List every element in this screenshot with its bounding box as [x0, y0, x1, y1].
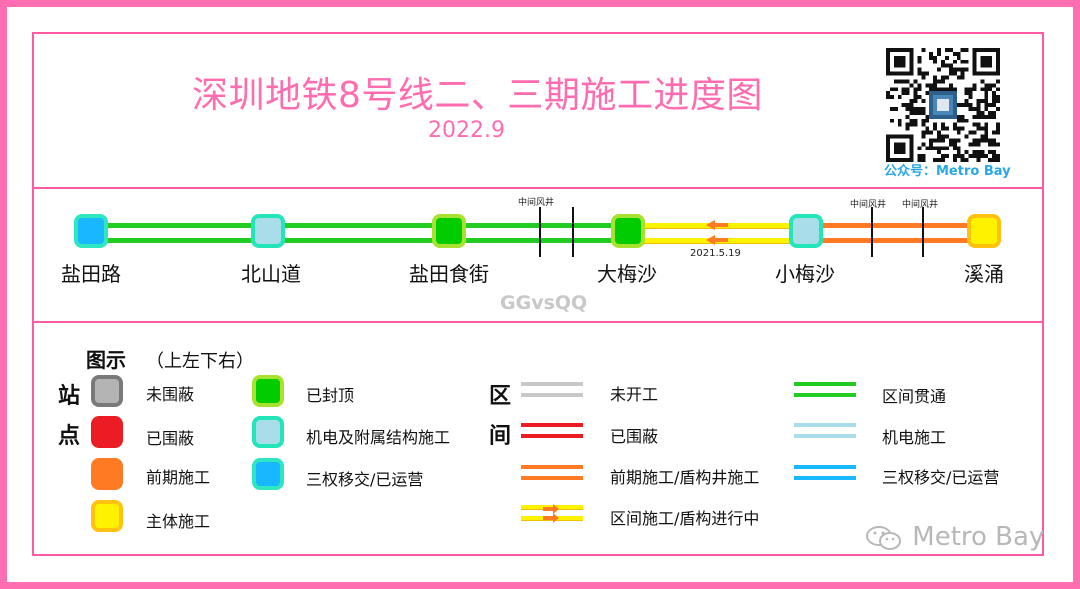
legend-line-through	[794, 382, 856, 400]
legend-label: 已封顶	[306, 386, 355, 405]
shaft-label: 中间风井	[902, 200, 939, 210]
station-label: 盐田路	[61, 262, 121, 286]
tbm-arrow-icon	[543, 504, 559, 523]
legend-title: 图示	[86, 348, 126, 372]
legend-label: 已围蔽	[146, 429, 195, 448]
station-label: 大梅沙	[597, 262, 657, 286]
station-marker-yantian-food-street	[432, 214, 466, 248]
tbm-arrow-icon	[706, 220, 728, 245]
legend-station-char: 点	[58, 424, 81, 449]
legend-line-tbm-in-progress	[521, 504, 583, 523]
legend-swatch-main-construction	[91, 500, 123, 532]
station-marker-beishan-road	[251, 214, 285, 248]
page-date: 2022.9	[428, 118, 505, 143]
metro-bay-watermark: Metro Bay	[864, 522, 1044, 552]
legend-swatch-enclosed	[91, 416, 123, 448]
legend-station-char: 站	[58, 384, 81, 409]
legend-section-char: 间	[489, 424, 512, 449]
legend-section-char: 区	[489, 384, 512, 409]
station-label: 北山道	[241, 262, 301, 286]
legend-label: 未围蔽	[146, 385, 195, 404]
shaft-marker	[922, 207, 924, 257]
legend-line-enclosed	[521, 423, 583, 441]
tbm-start-date: 2021.5.19	[690, 248, 741, 259]
divider-top	[32, 187, 1044, 189]
legend-line-mep	[794, 423, 856, 441]
shaft-marker	[871, 207, 873, 257]
wechat-icon	[864, 524, 904, 552]
station-marker-xiaomeisha	[789, 214, 823, 248]
section-track-green-lower	[95, 238, 630, 243]
legend-label: 已围蔽	[610, 427, 659, 446]
legend-label: 未开工	[610, 385, 659, 404]
section-track-orange-upper	[808, 223, 986, 228]
page-title: 深圳地铁8号线二、三期施工进度图	[192, 75, 763, 116]
legend-line-preliminary	[521, 465, 583, 483]
section-track-green-upper	[95, 223, 630, 228]
shaft-marker	[539, 207, 541, 257]
legend-swatch-not-enclosed	[91, 375, 123, 407]
station-label: 小梅沙	[775, 262, 835, 286]
watermark-text: Metro Bay	[912, 522, 1045, 552]
shaft-label: 中间风井	[518, 198, 555, 208]
legend-label: 前期施工/盾构井施工	[610, 468, 760, 487]
legend-label: 区间贯通	[882, 387, 947, 406]
legend-label: 前期施工	[146, 468, 211, 487]
author-tag: GGvsQQ	[500, 292, 588, 314]
inner-frame	[32, 32, 1044, 556]
legend-subtitle: （上左下右）	[146, 351, 254, 372]
section-track-orange-lower	[808, 238, 986, 243]
legend-swatch-topped-out	[252, 375, 284, 407]
station-label: 盐田食街	[409, 262, 489, 286]
legend-swatch-mep	[252, 416, 284, 448]
legend-label: 主体施工	[146, 512, 211, 531]
qr-code-icon	[885, 48, 1001, 162]
station-marker-dameisha	[611, 214, 645, 248]
divider-bottom	[32, 321, 1044, 323]
station-label: 溪涌	[964, 262, 1004, 286]
legend-swatch-operational	[252, 458, 284, 490]
station-marker-xichong	[967, 214, 1001, 248]
station-marker-yantian-road	[74, 214, 108, 248]
legend-line-operational	[794, 465, 856, 483]
legend-label: 机电及附属结构施工	[306, 428, 451, 447]
legend-label: 三权移交/已运营	[306, 470, 424, 489]
legend-label: 机电施工	[882, 428, 947, 447]
shaft-label: 中间风井	[850, 200, 887, 210]
legend-label: 三权移交/已运营	[882, 468, 1000, 487]
legend-label: 区间施工/盾构进行中	[610, 509, 760, 528]
legend-line-not-started	[521, 382, 583, 400]
shaft-marker	[572, 207, 574, 257]
legend-swatch-preliminary	[91, 458, 123, 490]
qr-caption: 公众号：Metro Bay	[884, 164, 1011, 179]
